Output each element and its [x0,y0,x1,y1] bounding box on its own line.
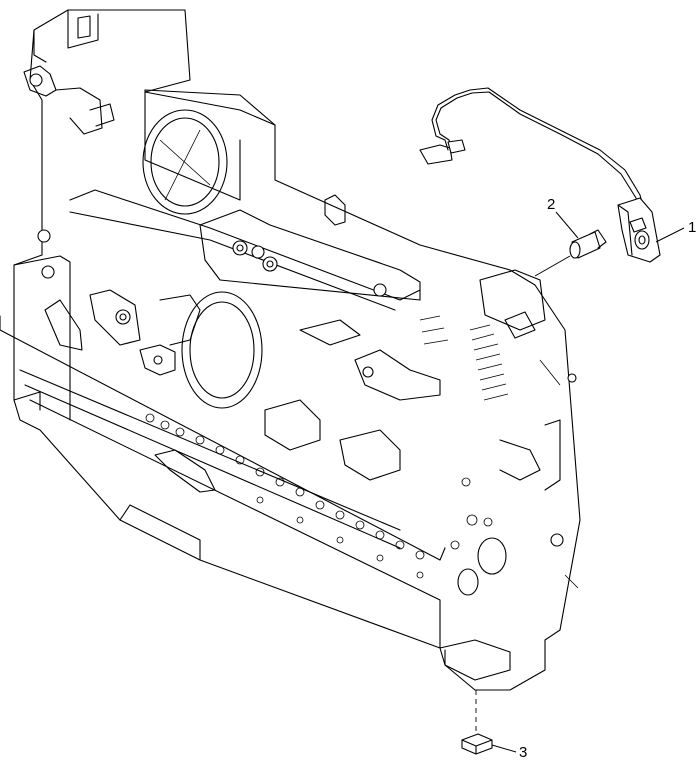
side-frame-assembly [0,9,581,691]
part-1-sensor-harness [419,87,661,263]
frame-outline [13,9,581,691]
callout-3-label: 3 [519,744,527,760]
part-2-bushing [569,229,607,259]
callout-2: 2 [547,196,579,239]
part-3-pad [461,733,493,755]
leader-part-2-to-frame [534,255,571,277]
wire-harness [431,87,649,226]
hole-pattern [145,413,425,579]
callout-1: 1 [655,219,696,243]
callout-3: 3 [491,744,527,760]
callout-1-label: 1 [688,219,696,236]
callout-2-label: 2 [547,196,555,213]
louver-slots [419,315,509,401]
